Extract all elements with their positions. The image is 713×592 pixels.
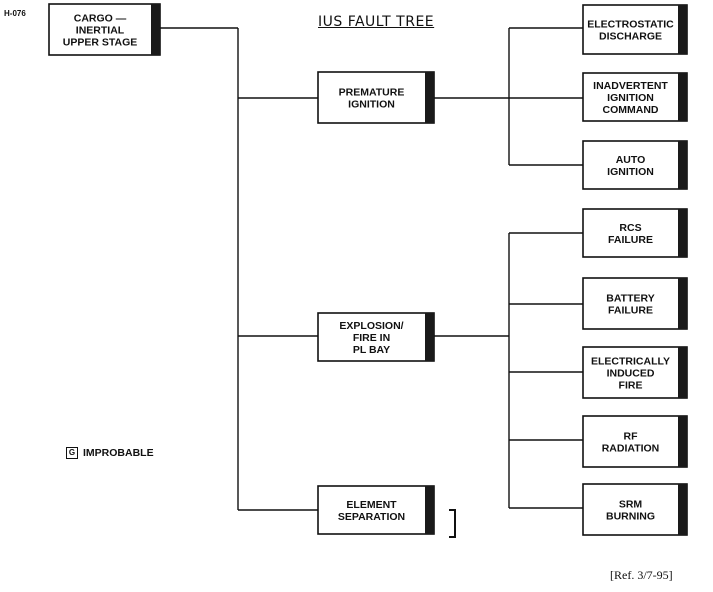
electrostatic-box-shadow (678, 5, 687, 54)
inadvertent-label-line: INADVERTENT (593, 80, 668, 92)
separation-label-line: SEPARATION (338, 511, 405, 523)
reference-note: [Ref. 3/7-95] (610, 568, 673, 582)
auto-label-line: AUTO (616, 154, 646, 166)
auto-label-line: IGNITION (607, 166, 654, 178)
root-label-line: UPPER STAGE (63, 37, 137, 49)
explosion-label-line: EXPLOSION/ (339, 320, 403, 332)
srm-label-line: BURNING (606, 511, 655, 523)
document-id: H-076 (4, 9, 26, 18)
electrical-box-shadow (678, 347, 687, 398)
premature-label-line: PREMATURE (339, 87, 405, 99)
srm-box-shadow (678, 484, 687, 535)
battery-box-shadow (678, 278, 687, 329)
legend-label: IMPROBABLE (83, 447, 154, 459)
rf-label-line: RADIATION (602, 443, 660, 455)
electrical-label-line: FIRE (619, 380, 643, 392)
rf-box-shadow (678, 416, 687, 467)
electrical-label-line: INDUCED (607, 368, 655, 380)
premature-box (317, 71, 435, 124)
root-label-line: INERTIAL (76, 25, 125, 37)
root-label-line: CARGO — (74, 13, 127, 25)
rcs-label-line: FAILURE (608, 234, 653, 246)
diagram-title: IUS FAULT TREE (318, 14, 435, 30)
explosion-box-shadow (425, 313, 434, 361)
rf-label-line: RF (624, 431, 639, 443)
rcs-box (582, 208, 688, 258)
separation-box (317, 485, 435, 535)
separation-label-line: ELEMENT (346, 499, 397, 511)
srm-label-line: SRM (619, 499, 643, 511)
legend-key: G (66, 447, 78, 459)
bracket-mark (449, 509, 456, 538)
electrical-box (582, 346, 688, 399)
root-box-shadow (151, 4, 160, 55)
separation-box-shadow (425, 486, 434, 534)
electrostatic-label-line: DISCHARGE (599, 31, 662, 43)
explosion-label-line: PL BAY (353, 344, 390, 356)
inadvertent-box-shadow (678, 73, 687, 121)
battery-label-line: FAILURE (608, 305, 653, 317)
srm-box (582, 483, 688, 536)
auto-box-shadow (678, 141, 687, 189)
inadvertent-box (582, 72, 688, 122)
explosion-label-line: FIRE IN (353, 332, 390, 344)
electrostatic-label-line: ELECTROSTATIC (587, 19, 674, 31)
premature-box-shadow (425, 72, 434, 123)
premature-label-line: IGNITION (348, 99, 395, 111)
rcs-box-shadow (678, 209, 687, 257)
inadvertent-label-line: COMMAND (603, 104, 659, 116)
rcs-label-line: RCS (619, 222, 641, 234)
legend: G IMPROBABLE (66, 447, 154, 459)
electrical-label-line: ELECTRICALLY (591, 356, 670, 368)
inadvertent-label-line: IGNITION (607, 92, 654, 104)
battery-label-line: BATTERY (606, 293, 654, 305)
